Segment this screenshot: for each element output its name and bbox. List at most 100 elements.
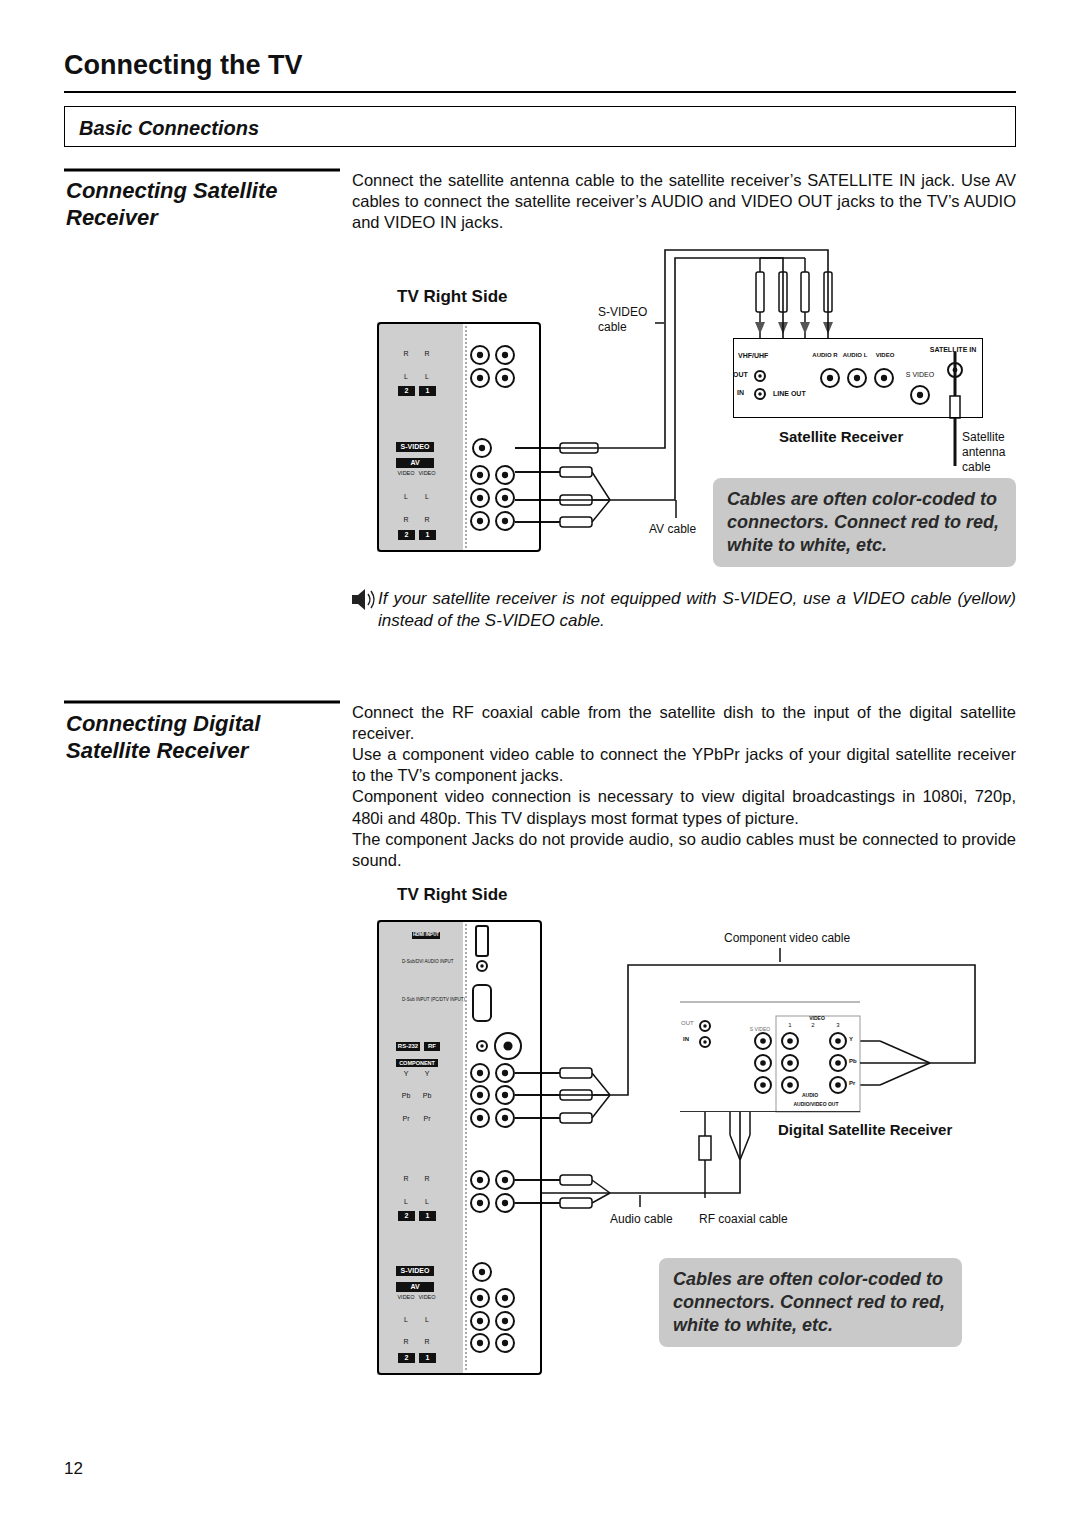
illustration-part — [496, 346, 514, 364]
jack-label: L — [398, 373, 414, 381]
illustration-part — [471, 1064, 489, 1082]
illustration-part — [760, 1038, 766, 1044]
jack-label: R — [419, 1338, 435, 1346]
receiver-box: Digital Satellite Receiver — [680, 1002, 860, 1112]
jack-label: D-Sub/DVI AUDIO INPUT — [402, 960, 442, 965]
panel-strip — [377, 322, 463, 552]
illustration-part — [496, 489, 514, 507]
jack-label: 2 — [398, 530, 415, 540]
illustration-part — [64, 91, 1016, 93]
jack-label: R — [398, 516, 414, 524]
illustration-part — [560, 1198, 592, 1208]
cable-label: Component video cable — [724, 931, 864, 946]
jack-label: 2 — [398, 1211, 415, 1221]
jack-label: VIDEO — [417, 470, 437, 476]
illustration-part — [782, 1055, 798, 1071]
illustration-part — [821, 369, 839, 387]
jack-label: Pb — [398, 1092, 414, 1100]
illustration-part — [477, 1041, 487, 1051]
jack-label: L — [419, 1198, 435, 1206]
illustration-part — [875, 369, 893, 387]
illustration-part — [881, 375, 887, 381]
illustration-part — [471, 1109, 489, 1127]
illustration-part — [471, 1171, 489, 1189]
illustration-part — [782, 1033, 798, 1049]
illustration-part — [502, 1295, 508, 1301]
illustration-part — [800, 322, 810, 334]
cable-label: S-VIDEO cable — [598, 305, 660, 335]
illustration-part — [471, 369, 489, 387]
illustration-part — [830, 1033, 846, 1049]
illustration-part — [502, 352, 508, 358]
illustration-part — [749, 1112, 751, 1135]
illustration-part — [758, 392, 762, 396]
illustration-part — [479, 1269, 485, 1275]
note-text: Cables are often color-coded to connecto… — [727, 488, 1002, 557]
illustration-part — [471, 369, 489, 387]
body-text: If your satellite receiver is not equipp… — [378, 588, 1016, 632]
jack-label: L — [419, 373, 435, 381]
section-heading: Connecting Digital Satellite Receiver — [66, 710, 336, 765]
illustration-part — [496, 1064, 514, 1082]
illustration-part — [477, 472, 483, 478]
illustration-part — [471, 466, 489, 484]
illustration-part — [880, 1041, 930, 1063]
cable-label: Satellite antenna cable — [962, 430, 1016, 475]
illustration-part — [477, 1177, 483, 1183]
jack-label: AUDIO L — [840, 352, 870, 359]
illustration-part — [880, 1063, 930, 1085]
illustration-part — [560, 1113, 592, 1123]
illustration-part — [787, 1082, 793, 1088]
illustration-part — [782, 1033, 798, 1049]
jack-label: 3 — [833, 1022, 843, 1029]
illustration-part — [787, 1038, 793, 1044]
illustration-part — [496, 1086, 514, 1104]
body-text: Use a component video cable to connect t… — [352, 744, 1016, 786]
jack-label: D-Sub INPUT (PC/DTV INPUT) — [402, 998, 442, 1003]
jack-label: S-VIDEO — [396, 1266, 434, 1276]
illustration-part — [782, 1077, 798, 1093]
illustration-part — [471, 489, 489, 507]
jack-label: VIDEO — [870, 352, 900, 359]
illustration-part — [835, 1038, 841, 1044]
body-text: 12 — [64, 1458, 104, 1480]
illustration-part — [515, 471, 560, 473]
illustration-part — [496, 1109, 514, 1127]
jack-label: S-VIDEO — [396, 442, 434, 452]
jack-label: Pb — [419, 1092, 435, 1100]
jack-label: R — [398, 350, 414, 358]
illustration-part — [64, 701, 340, 704]
illustration-part — [700, 1037, 710, 1047]
jack-label: 1 — [785, 1022, 795, 1029]
illustration-part — [700, 1021, 710, 1031]
illustration-part — [471, 1086, 489, 1104]
jack-label: IN — [737, 389, 751, 397]
illustration-part — [675, 500, 677, 518]
jack-label: AUDIO/VIDEO OUT — [776, 1102, 856, 1108]
illustration-part — [471, 1334, 489, 1352]
illustration-part — [477, 961, 487, 971]
illustration-part — [473, 985, 491, 1021]
cable-label: AV cable — [649, 522, 709, 537]
jack-label: 1 — [419, 1211, 436, 1221]
illustration-part — [496, 512, 514, 530]
illustration-part — [639, 1195, 641, 1207]
illustration-part — [703, 1040, 707, 1044]
jack-label: RF — [424, 1042, 440, 1051]
illustration-part — [755, 1077, 771, 1093]
cable-label: RF coaxial cable — [699, 1212, 799, 1227]
illustration-part — [592, 472, 610, 500]
illustration-part — [496, 489, 514, 507]
jack-label: 1 — [419, 1353, 436, 1363]
illustration-part — [911, 386, 929, 404]
illustration-part — [477, 961, 487, 971]
illustration-part — [700, 1037, 710, 1047]
illustration-part — [471, 1109, 489, 1127]
jack-label: AUDIO R — [810, 352, 840, 359]
illustration-part — [592, 500, 610, 522]
note-box: Cables are often color-coded to connecto… — [713, 478, 1016, 567]
jack-label: 2 — [808, 1022, 818, 1029]
illustration-part — [477, 1092, 483, 1098]
illustration-part — [496, 1334, 514, 1352]
illustration-part — [830, 1077, 846, 1093]
